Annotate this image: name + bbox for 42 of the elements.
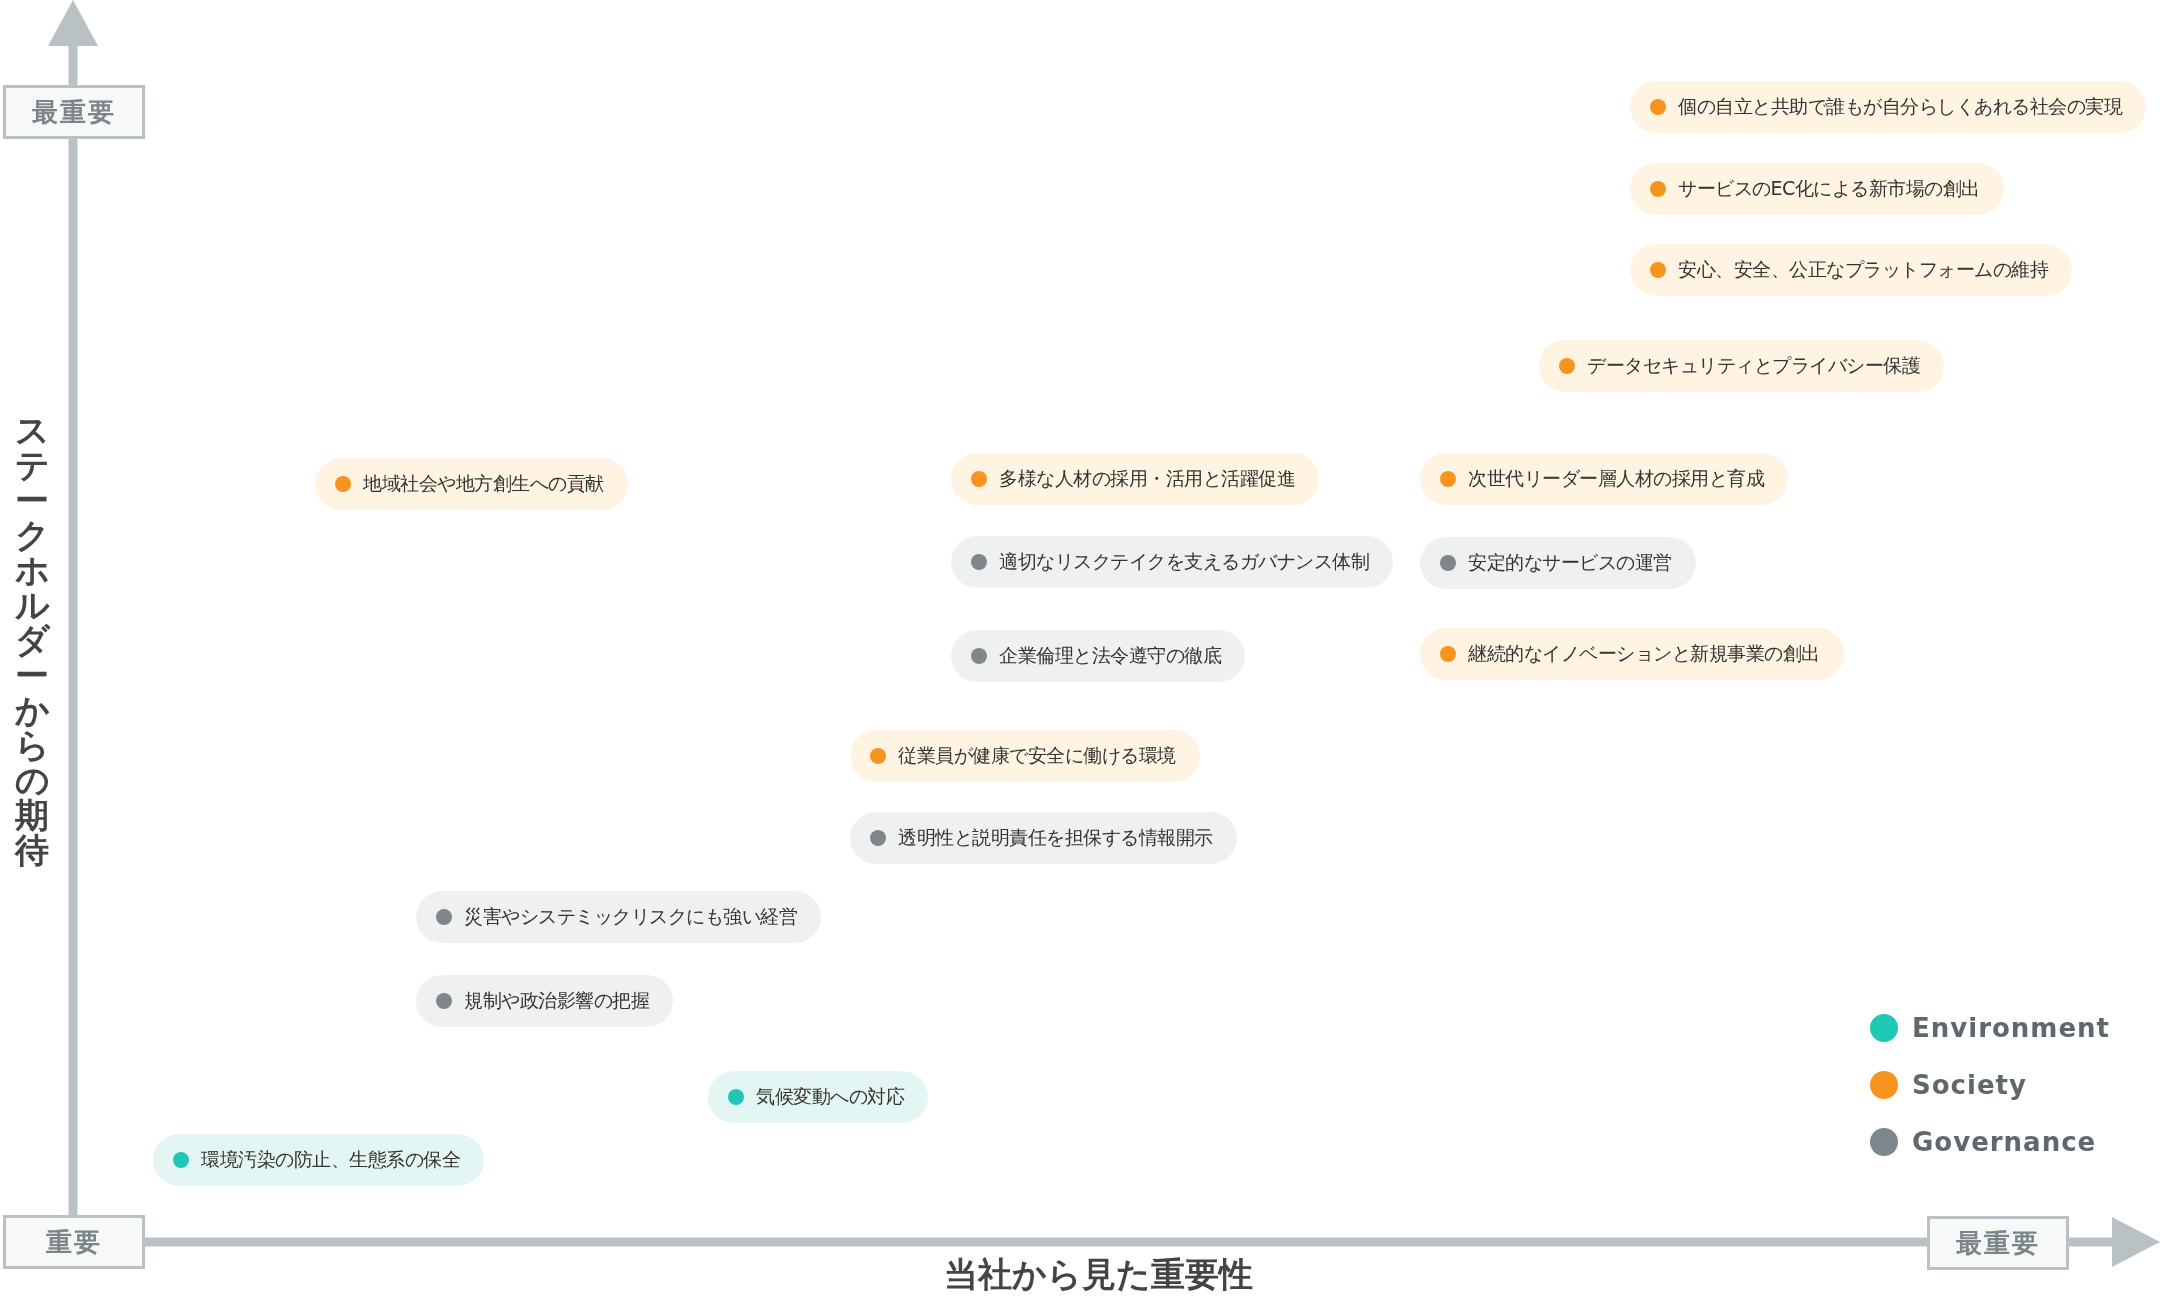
topic-label: サービスのEC化による新市場の創出 xyxy=(1678,176,1980,201)
topic-label: 安定的なサービスの運営 xyxy=(1468,550,1672,575)
topic-pill xyxy=(416,891,821,943)
topic-label: 環境汚染の防止、生態系の保全 xyxy=(201,1147,460,1172)
topic-label: 従業員が健康で安全に働ける環境 xyxy=(898,743,1176,768)
topic-pill xyxy=(951,630,1245,682)
axis-title: ステークホルダーからの期待 xyxy=(14,413,50,868)
topic-label: 適切なリスクテイクを支えるガバナンス体制 xyxy=(999,549,1369,574)
legend-label: Environment xyxy=(1912,1013,2110,1043)
topic-label: 企業倫理と法令遵守の徹底 xyxy=(999,643,1221,668)
topic-pill xyxy=(1630,81,2146,133)
topic-label: 個の自立と共助で誰もが自分らしくあれる社会の実現 xyxy=(1678,94,2122,119)
topic-pill xyxy=(315,458,628,510)
topic-label: 安心、安全、公正なプラットフォームの維持 xyxy=(1678,257,2048,282)
scale-label: 最重要 xyxy=(1927,1216,2069,1270)
legend-label: Governance xyxy=(1912,1127,2097,1157)
topic-label: 規制や政治影響の把握 xyxy=(464,988,649,1013)
topic-pill xyxy=(1420,537,1696,589)
topic-pill xyxy=(951,536,1393,588)
scale-label: 最重要 xyxy=(3,85,145,139)
topic-pill xyxy=(850,812,1237,864)
topic-label: 継続的なイノベーションと新規事業の創出 xyxy=(1468,641,1820,666)
scale-label: 重要 xyxy=(3,1215,145,1269)
topic-pill xyxy=(1420,628,1844,680)
topic-pill xyxy=(1539,340,1944,392)
topic-label: 透明性と説明責任を担保する情報開示 xyxy=(898,825,1213,850)
legend-label: Society xyxy=(1912,1070,2027,1100)
topic-label: データセキュリティとプライバシー保護 xyxy=(1587,353,1920,378)
topic-pill xyxy=(1420,453,1788,505)
topic-pill xyxy=(1630,244,2072,296)
axis-title: 当社から見た重要性 xyxy=(943,1253,1253,1296)
topic-label: 多様な人材の採用・活用と活躍促進 xyxy=(999,466,1295,491)
topic-pill xyxy=(416,975,673,1027)
topic-pill xyxy=(708,1071,928,1123)
topic-label: 災害やシステミックリスクにも強い経営 xyxy=(464,904,797,929)
topic-label: 気候変動への対応 xyxy=(756,1084,904,1109)
topic-label: 地域社会や地方創生への貢献 xyxy=(363,471,604,496)
topic-pill xyxy=(153,1134,484,1186)
topic-pill xyxy=(951,453,1319,505)
topic-label: 次世代リーダー層人材の採用と育成 xyxy=(1468,466,1764,491)
topic-pill xyxy=(1630,163,2004,215)
topic-pill xyxy=(850,730,1200,782)
